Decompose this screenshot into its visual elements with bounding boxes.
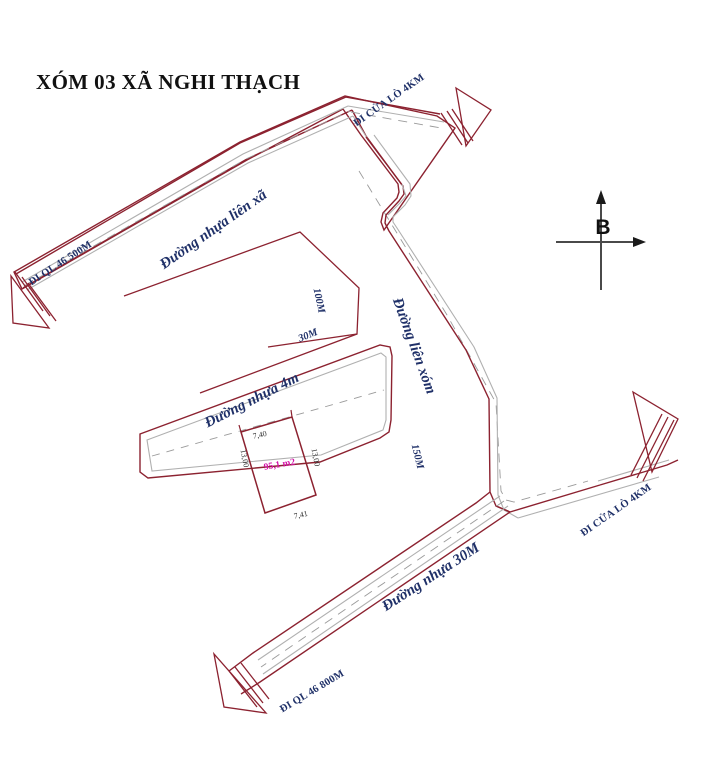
road-lien-xa-body xyxy=(15,96,354,291)
block-100m-30m xyxy=(123,231,360,394)
road-terminus-ne xyxy=(440,86,492,148)
page-title: XÓM 03 XÃ NGHI THẠCH xyxy=(36,70,301,94)
compass-north-letter: B xyxy=(595,216,611,239)
compass-rose-graphic xyxy=(556,190,646,290)
road-lien-xa xyxy=(13,95,456,290)
parcel-95-1-outline xyxy=(238,409,317,514)
compass-rose: B xyxy=(553,188,649,296)
road-terminus-se xyxy=(630,390,679,482)
road-cua-lo-north xyxy=(345,96,445,186)
road-nhua-30m xyxy=(228,459,679,695)
road-terminus-nw xyxy=(10,271,57,329)
road-nhua-4m xyxy=(139,344,393,479)
road-terminus-sw xyxy=(212,651,270,714)
